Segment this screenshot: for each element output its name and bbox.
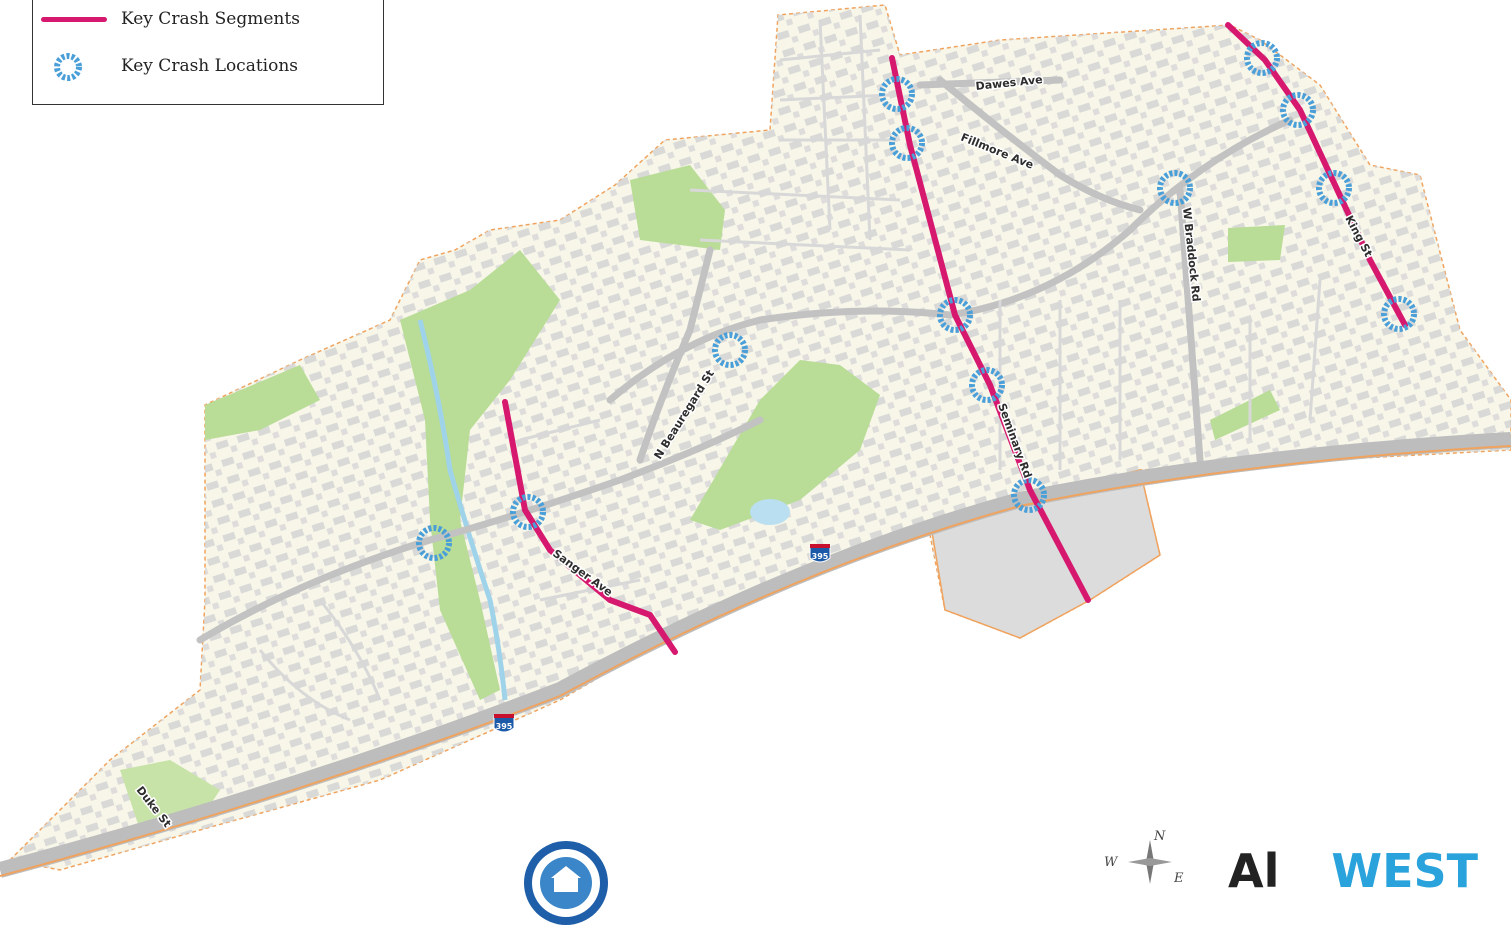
crash-segment-swatch [41,17,107,22]
crash-location [1381,296,1417,332]
compass-west: W [1104,855,1119,870]
i395-highway [0,432,1511,878]
i395-shield: 395 [493,714,515,733]
legend-row-locations: Key Crash Locations [33,51,383,83]
park-west-stream [400,250,560,700]
area-map: Dawes Ave Fillmore Ave W Braddock Rd Kin… [0,4,1511,878]
park-southeast [1210,390,1280,440]
park-east-small [1228,225,1285,262]
svg-text:395: 395 [812,552,829,561]
pond [750,499,790,525]
key-crash-locations [416,40,1417,561]
arterial-roads [196,76,1294,644]
crash-location [889,125,925,161]
park-central [690,360,880,530]
compass-east: E [1173,871,1184,886]
city-seal-logo [524,841,608,925]
park-west [205,365,320,440]
crash-location [879,76,915,112]
legend-label-segments: Key Crash Segments [121,9,300,29]
crash-location-swatch [54,53,82,81]
crash-location [969,367,1005,403]
brand-suffix: WEST [1331,844,1479,898]
legend-label-locations: Key Crash Locations [121,56,299,76]
crash-location [1011,477,1047,513]
compass-rose-icon: N W E [1104,829,1184,886]
svg-text:395: 395 [496,722,513,731]
map-legend: Key Crash Segments Key Crash Locations [32,0,384,105]
crash-location [510,494,546,530]
i395-shield: 395 [809,544,831,563]
crash-location [1316,170,1352,206]
crash-location [712,332,748,368]
crash-segment-king-st [1225,22,1408,328]
crash-location [1157,170,1193,206]
i395-highway-edge [0,445,1511,877]
crash-location [1280,92,1316,128]
compass-north: N [1153,829,1166,844]
park-north [630,165,725,250]
crash-segment-beauregard-sanger [502,399,678,655]
legend-row-segments: Key Crash Segments [33,5,383,35]
crash-location [1244,40,1280,76]
brand-prefix: Al [1228,844,1280,898]
minor-streets [258,14,1322,722]
crash-location [937,297,973,333]
crash-location [416,525,452,561]
